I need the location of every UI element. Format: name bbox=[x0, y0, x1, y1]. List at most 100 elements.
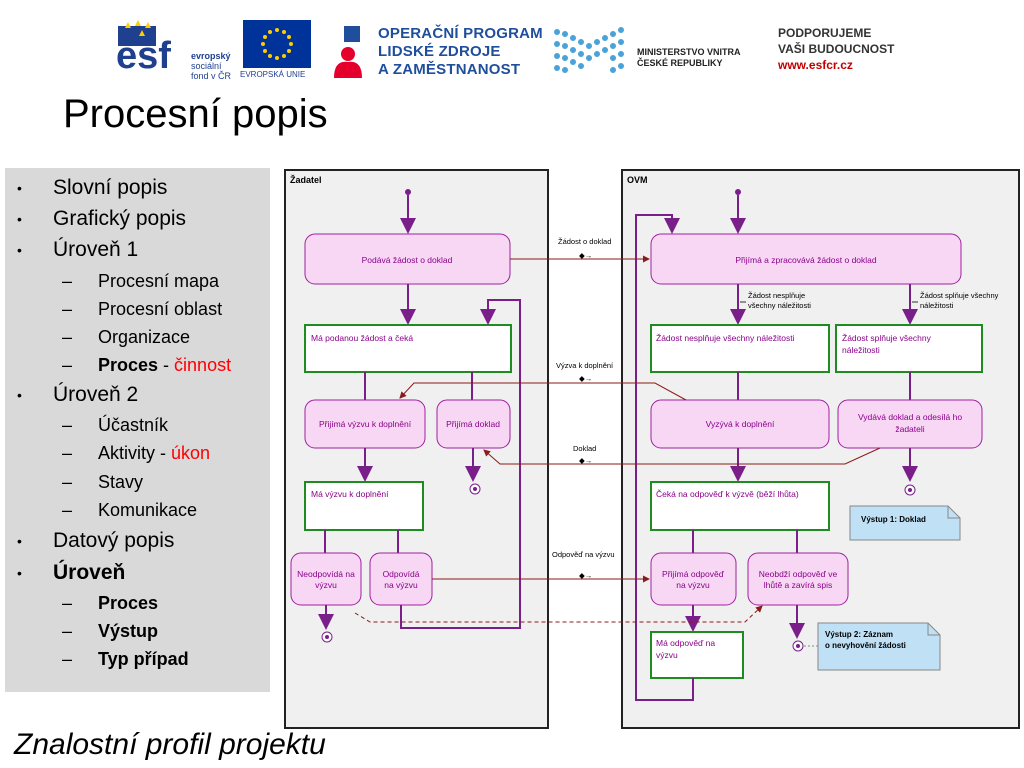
separator: - bbox=[158, 355, 175, 375]
dash-mark: – bbox=[62, 415, 73, 435]
message-doklad bbox=[483, 447, 881, 465]
activity-vyziva-text: Vyzývá k doplnění bbox=[706, 419, 775, 429]
proces-label: Proces bbox=[98, 355, 159, 375]
condition-splnuje-1: Žádost splňuje všechny bbox=[920, 291, 999, 300]
state-ma-vyzvu-text: Má výzvu k doplnění bbox=[311, 489, 389, 499]
subbullet-text: Proces - činnost bbox=[98, 354, 231, 376]
subbullet-text: Účastník bbox=[98, 415, 169, 435]
state-ceka-text: Čeká na odpověď k výzvě (běží lhůta) bbox=[656, 489, 799, 499]
output-note-2 bbox=[817, 622, 941, 671]
separator: - bbox=[155, 443, 172, 463]
page-title: Procesní popis bbox=[63, 92, 328, 136]
message-timeout-dashed bbox=[354, 605, 763, 623]
state-splnuje-text2: náležitosti bbox=[842, 345, 880, 355]
activity-neobdrzi-text2: lhůtě a zavírá spis bbox=[764, 580, 833, 590]
state-ma-odpoved-text1: Má odpověď na bbox=[656, 638, 715, 648]
bullet-text: Grafický popis bbox=[53, 207, 187, 230]
activity-prijima-zpracovava-text: Přijímá a zpracovává žádost o doklad bbox=[735, 255, 877, 265]
lane-ovm-label: OVM bbox=[627, 175, 648, 185]
support-line2: VAŠI BUDOUCNOST bbox=[778, 42, 895, 56]
activity-vydava-text1: Vydává doklad a odesílá ho bbox=[858, 412, 962, 422]
note-fold bbox=[947, 506, 960, 519]
dash-mark: – bbox=[62, 443, 73, 463]
condition-nesplnuje-1: Žádost nesplňuje bbox=[748, 291, 805, 300]
subbullet-text: Komunikace bbox=[98, 500, 198, 520]
state-splnuje bbox=[835, 324, 983, 373]
bullet-mark: • bbox=[17, 211, 22, 227]
subbullet-text: Typ případ bbox=[98, 649, 189, 669]
activity-podava-zadost-text: Podává žádost o doklad bbox=[362, 255, 453, 265]
oplzz-logo-icon bbox=[330, 24, 370, 80]
message-symbol: ◆→ bbox=[579, 456, 592, 465]
activity-odpovida-text2: na výzvu bbox=[384, 580, 418, 590]
bullet-text: Slovní popis bbox=[53, 176, 168, 199]
activity-neodpovida-text1: Neodpovídá na bbox=[297, 569, 355, 579]
dash-mark: – bbox=[62, 355, 73, 375]
esf-line3: fond v ČR bbox=[191, 71, 232, 81]
activity-odpovida bbox=[369, 552, 433, 606]
subbullet-text: Procesní mapa bbox=[98, 271, 220, 291]
activity-prijima-doklad-text: Přijímá doklad bbox=[446, 419, 500, 429]
message-vyzva bbox=[399, 382, 687, 401]
end-node-dot bbox=[325, 635, 329, 639]
header-logos: esf evropský sociální fond v ČR EVROPSKÁ… bbox=[0, 0, 1024, 90]
output-note-1-text: Výstup 1: Doklad bbox=[861, 515, 926, 524]
bullet-mark: • bbox=[17, 242, 22, 258]
bullet-text: Úroveň 1 bbox=[53, 238, 139, 261]
output-note-1 bbox=[849, 505, 961, 541]
activity-prijima-odpoved bbox=[650, 552, 737, 606]
end-node-dot bbox=[473, 487, 477, 491]
eu-caption: EVROPSKÁ UNIE bbox=[240, 70, 306, 79]
activity-vyziva bbox=[650, 399, 830, 449]
activity-prijima-odpoved-text2: na výzvu bbox=[676, 580, 710, 590]
subbullet-text: Výstup bbox=[98, 621, 159, 641]
bullet-mark: • bbox=[17, 387, 22, 403]
condition-splnuje-2: náležitosti bbox=[920, 301, 954, 310]
subbullet-text: Proces bbox=[98, 593, 159, 613]
lane-zadatel-label: Žadatel bbox=[290, 174, 322, 185]
activity-odpovida-text1: Odpovídá bbox=[383, 569, 420, 579]
dash-mark: – bbox=[62, 593, 73, 613]
end-node-dot bbox=[796, 644, 800, 648]
message-vyzva-label: Výzva k doplnění bbox=[556, 361, 614, 370]
message-doklad-label: Doklad bbox=[573, 444, 596, 453]
condition-nesplnuje-2: všechny náležitosti bbox=[748, 301, 811, 310]
cinnost-label: činnost bbox=[174, 355, 232, 375]
output-note-2-text1: Výstup 2: Záznam bbox=[825, 630, 893, 639]
dash-mark: – bbox=[62, 299, 73, 319]
mv-line1: MINISTERSTVO VNITRA bbox=[637, 47, 741, 57]
support-line1: PODPORUJEME bbox=[778, 26, 872, 40]
message-odpoved-label: Odpověď na výzvu bbox=[552, 550, 615, 559]
activity-neobdrzi bbox=[747, 552, 849, 606]
state-ma-vyzvu bbox=[304, 481, 424, 531]
dash-mark: – bbox=[62, 327, 73, 347]
state-ceka bbox=[650, 481, 830, 531]
eu-flag-icon bbox=[243, 20, 311, 68]
state-nesplnuje bbox=[650, 324, 830, 373]
bullet-panel: • Slovní popis • Grafický popis • Úroveň… bbox=[5, 168, 270, 692]
dash-mark: – bbox=[62, 621, 73, 641]
state-ma-odpoved bbox=[650, 631, 744, 679]
activity-neobdrzi-text1: Neobdží odpověď ve bbox=[759, 569, 838, 579]
activity-vydava-text2: žadateli bbox=[895, 424, 924, 434]
op-line1: OPERAČNÍ PROGRAM bbox=[378, 25, 543, 42]
bullet-mark: • bbox=[17, 180, 22, 196]
activity-prijima-odpoved-text1: Přijímá odpověď bbox=[662, 569, 725, 579]
aktivity-label: Aktivity bbox=[98, 443, 156, 463]
bullet-mark: • bbox=[17, 533, 22, 549]
activity-prijima-zpracovava bbox=[650, 233, 962, 285]
dash-mark: – bbox=[62, 271, 73, 291]
bullet-text: Úroveň 2 bbox=[53, 383, 139, 406]
message-symbol: ◆→ bbox=[579, 571, 592, 580]
footer-caption: Znalostní profil projektu bbox=[14, 728, 326, 761]
note-fold bbox=[927, 623, 940, 636]
message-symbol: ◆→ bbox=[579, 374, 592, 383]
activity-neodpovida bbox=[290, 552, 362, 606]
support-url[interactable]: www.esfcr.cz bbox=[778, 58, 853, 72]
subbullet-text: Stavy bbox=[98, 472, 144, 492]
state-splnuje-text1: Žádost splňuje všechny bbox=[842, 333, 932, 343]
end-node-dot bbox=[908, 488, 912, 492]
bullet-mark: • bbox=[17, 565, 22, 581]
message-zadost-label: Žádost o doklad bbox=[558, 237, 611, 246]
